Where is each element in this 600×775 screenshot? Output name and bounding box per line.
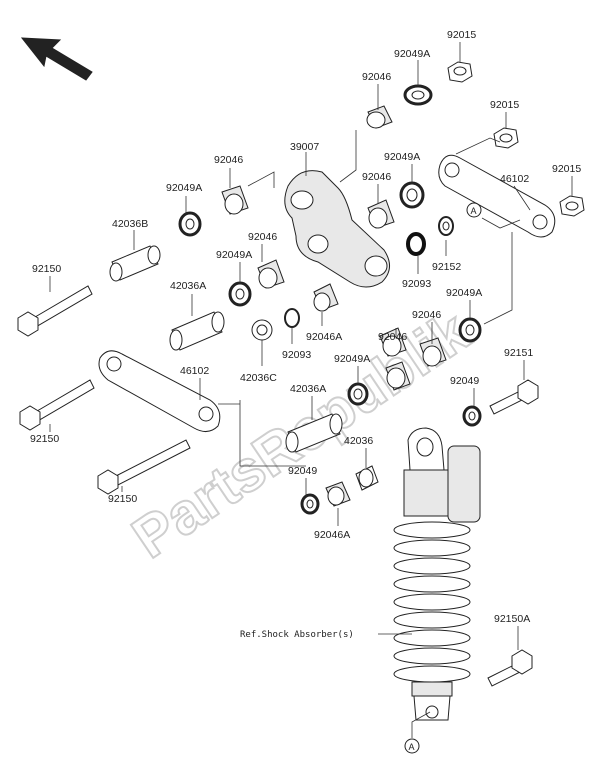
seal-92049A-mid <box>399 181 425 209</box>
label-92046-top: 92046 <box>362 71 391 83</box>
seal-92049A-left-top <box>178 211 202 237</box>
shock-absorber <box>393 427 481 721</box>
collar-92015-right <box>493 127 519 149</box>
seal-92049A-center <box>347 382 369 406</box>
label-92046-center: 92046 <box>378 331 407 343</box>
shock-spring <box>393 521 471 683</box>
bearing-92046-top <box>366 105 393 129</box>
label-92049A-top: 92049A <box>394 48 430 60</box>
label-92093-upper: 92093 <box>402 278 431 290</box>
leader-lines <box>49 42 573 738</box>
seal-92152 <box>438 216 454 236</box>
bolt-92150-low <box>97 439 191 495</box>
label-92046-left-top: 92046 <box>214 154 243 166</box>
front-direction-arrow-icon <box>20 37 93 81</box>
marker-a-label-top: A <box>471 206 477 216</box>
label-42036: 42036 <box>344 435 373 447</box>
label-92015-far-right: 92015 <box>552 163 581 175</box>
label-39007: 39007 <box>290 141 319 153</box>
label-92046-right-mid: 92046 <box>412 309 441 321</box>
bolt-92151 <box>489 379 539 415</box>
collar-42036B <box>109 245 161 282</box>
marker-a-circle-bottom: A <box>404 738 420 754</box>
label-92151: 92151 <box>504 347 533 359</box>
label-46102-left: 46102 <box>180 365 209 377</box>
label-42036B: 42036B <box>112 218 148 230</box>
bolt-92150A <box>487 649 533 687</box>
collar-92015-top <box>447 61 473 83</box>
bearing-92046A-lower <box>325 481 351 507</box>
tie-rod-46102-right <box>438 154 556 238</box>
label-92015-right: 92015 <box>490 99 519 111</box>
label-92150-top: 92150 <box>32 263 61 275</box>
label-ref-shock-absorber: Ref.Shock Absorber(s) <box>240 630 354 640</box>
label-92049A-left-top: 92049A <box>166 182 202 194</box>
oring-92093-lower <box>284 308 300 328</box>
tie-rod-46102-left <box>98 350 221 432</box>
bolt-92150-top <box>17 285 93 337</box>
marker-a-circle-top: A <box>466 202 482 218</box>
bearing-92046-mid <box>367 199 395 229</box>
label-46102-right: 46102 <box>500 173 529 185</box>
collar-42036C <box>251 319 273 341</box>
oring-92093-upper <box>406 232 426 256</box>
collar-42036 <box>355 465 379 491</box>
label-92046A-lower: 92046A <box>314 529 350 541</box>
label-92046A-upper: 92046A <box>306 331 342 343</box>
bearing-92046A-upper <box>313 283 339 312</box>
bearing-92046-right-low <box>419 337 447 367</box>
label-92049-right: 92049 <box>450 375 479 387</box>
label-92093-lower: 92093 <box>282 349 311 361</box>
bearing-92046-left-top <box>221 185 249 215</box>
label-92046-mid: 92046 <box>362 171 391 183</box>
seal-92049A-left-mid <box>228 281 252 307</box>
bearing-92046-left-mid <box>257 259 285 289</box>
seal-92049A-right-mid <box>458 317 482 343</box>
collar-92015-far-right <box>559 195 585 217</box>
label-92049A-mid: 92049A <box>384 151 420 163</box>
label-92049A-right: 92049A <box>446 287 482 299</box>
collar-42036A-left <box>169 311 225 351</box>
rocker-arm-39007 <box>284 170 390 288</box>
bearing-92046-right-mid <box>379 327 407 357</box>
bearing-92046-center <box>385 361 411 391</box>
label-92152: 92152 <box>432 261 461 273</box>
marker-a-label-bottom: A <box>409 742 415 752</box>
seal-92049-right <box>462 405 482 427</box>
label-42036A-right: 42036A <box>290 383 326 395</box>
label-92049A-left-mid: 92049A <box>216 249 252 261</box>
seal-92049A-top <box>403 84 433 106</box>
label-92015-top: 92015 <box>447 29 476 41</box>
label-92049A-center: 92049A <box>334 353 370 365</box>
bolt-92150-mid <box>19 379 95 431</box>
label-42036A-left: 42036A <box>170 280 206 292</box>
label-92150-mid: 92150 <box>30 433 59 445</box>
collar-42036A-right <box>285 413 343 453</box>
label-92150A: 92150A <box>494 613 530 625</box>
label-92150-low: 92150 <box>108 493 137 505</box>
label-92049-left: 92049 <box>288 465 317 477</box>
label-42036C: 42036C <box>240 372 277 384</box>
seal-92049-left <box>300 493 320 515</box>
label-92046-left-mid: 92046 <box>248 231 277 243</box>
